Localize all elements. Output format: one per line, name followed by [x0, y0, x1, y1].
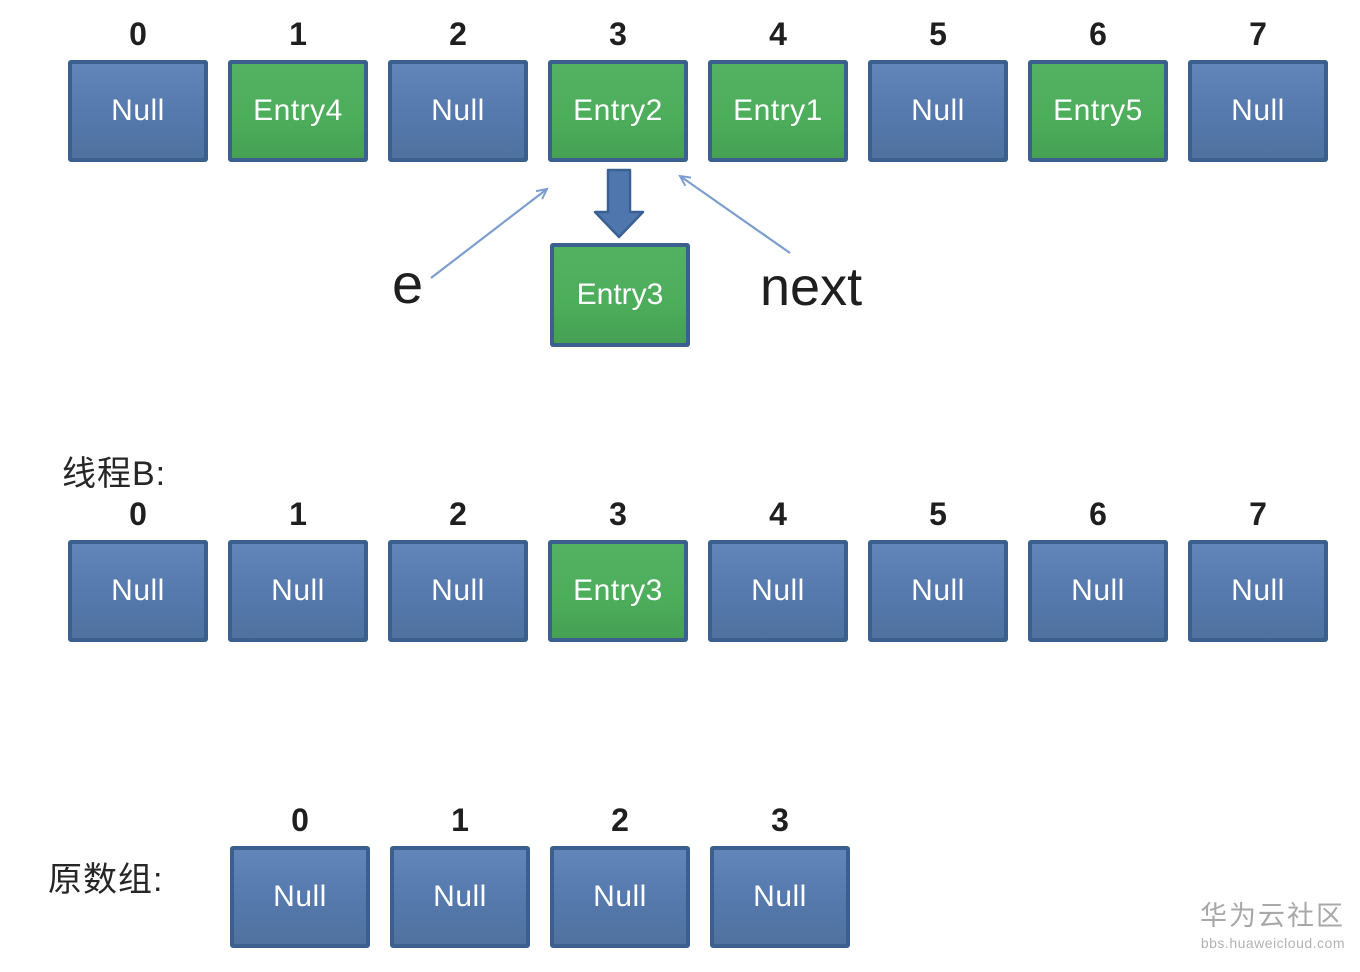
array-slot-2: 2 Null [388, 492, 528, 642]
slot-index-label: 2 [449, 16, 467, 52]
slot-index-label: 2 [611, 802, 629, 838]
array-slot-7: 7 Null [1188, 492, 1328, 642]
slot-index-label: 7 [1249, 16, 1267, 52]
e-pointer-label: e [392, 252, 424, 315]
array-cell: Entry2 [548, 60, 688, 162]
original-array: 0 Null 1 Null 2 Null 3 Null [230, 798, 850, 948]
slot-index-label: 4 [769, 496, 787, 532]
array-slot-6: 6 Entry5 [1028, 12, 1168, 162]
array-cell: Null [868, 540, 1008, 642]
array-cell: Null [230, 846, 370, 948]
slot-index-label: 4 [769, 16, 787, 52]
slot-index-label: 6 [1089, 496, 1107, 532]
array-slot-3: 3 Entry2 [548, 12, 688, 162]
array-slot-7: 7 Null [1188, 12, 1328, 162]
array-slot-0: 0 Null [230, 798, 370, 948]
array-slot-3: 3 Null [710, 798, 850, 948]
array-cell: Null [388, 540, 528, 642]
array-slot-6: 6 Null [1028, 492, 1168, 642]
array-slot-2: 2 Null [550, 798, 690, 948]
slot-index-label: 0 [129, 16, 147, 52]
array-slot-3: 3 Entry3 [548, 492, 688, 642]
array-cell: Entry3 [548, 540, 688, 642]
slot-index-label: 3 [771, 802, 789, 838]
array-slot-5: 5 Null [868, 492, 1008, 642]
array-cell: Null [390, 846, 530, 948]
watermark-site-name: 华为云社区 [1200, 901, 1345, 931]
array-slot-5: 5 Null [868, 12, 1008, 162]
thread-a-array: 0 Null 1 Entry4 2 Null 3 Entry2 4 Entry1… [68, 12, 1328, 162]
thread-b-title: 线程B: [62, 455, 167, 493]
array-cell: Null [68, 540, 208, 642]
slot-index-label: 0 [291, 802, 309, 838]
slot-index-label: 1 [451, 802, 469, 838]
slot-index-label: 1 [289, 496, 307, 532]
slot-index-label: 7 [1249, 496, 1267, 532]
down-block-arrow-icon [593, 168, 645, 239]
array-cell: Null [710, 846, 850, 948]
array-cell: Null [550, 846, 690, 948]
array-slot-4: 4 Null [708, 492, 848, 642]
e-pointer-arrow-icon [430, 187, 549, 279]
array-slot-1: 1 Entry4 [228, 12, 368, 162]
thread-b-array: 0 Null 1 Null 2 Null 3 Entry3 4 Null 5 N… [68, 492, 1328, 642]
array-cell: Entry4 [228, 60, 368, 162]
next-pointer-label: next [760, 257, 863, 317]
array-cell: Null [708, 540, 848, 642]
detached-entry3-node: Entry3 [550, 243, 690, 347]
watermark: 华为云社区 bbs.huaweicloud.com [1200, 901, 1345, 951]
slot-index-label: 5 [929, 496, 947, 532]
array-cell: Entry1 [708, 60, 848, 162]
array-cell: Entry5 [1028, 60, 1168, 162]
array-cell: Null [388, 60, 528, 162]
array-cell: Null [1028, 540, 1168, 642]
slot-index-label: 6 [1089, 16, 1107, 52]
array-slot-0: 0 Null [68, 492, 208, 642]
array-slot-1: 1 Null [228, 492, 368, 642]
slot-index-label: 0 [129, 496, 147, 532]
pointer-arrows-layer [430, 168, 791, 279]
array-cell: Null [1188, 540, 1328, 642]
slot-index-label: 2 [449, 496, 467, 532]
slot-index-label: 5 [929, 16, 947, 52]
array-slot-4: 4 Entry1 [708, 12, 848, 162]
array-slot-1: 1 Null [390, 798, 530, 948]
slot-index-label: 3 [609, 496, 627, 532]
array-cell: Null [868, 60, 1008, 162]
array-slot-2: 2 Null [388, 12, 528, 162]
array-cell: Null [68, 60, 208, 162]
next-pointer-arrow-icon [678, 174, 791, 254]
original-array-title: 原数组: [48, 861, 164, 899]
array-cell: Null [1188, 60, 1328, 162]
slot-index-label: 1 [289, 16, 307, 52]
slot-index-label: 3 [609, 16, 627, 52]
watermark-site-url: bbs.huaweicloud.com [1200, 935, 1345, 951]
array-slot-0: 0 Null [68, 12, 208, 162]
array-cell: Null [228, 540, 368, 642]
